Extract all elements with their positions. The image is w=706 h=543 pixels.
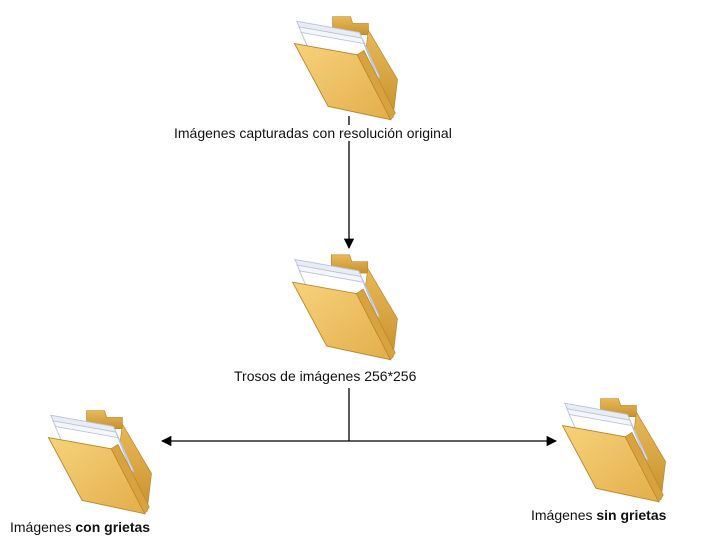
node-label-original-text: Imágenes capturadas con resolución origi… — [174, 125, 452, 141]
folder-icon — [292, 254, 398, 361]
folder-icon — [48, 410, 152, 515]
folder-icon — [294, 16, 398, 121]
node-label-with-cracks: Imágenes con grietas — [10, 519, 150, 535]
folder-icon — [562, 398, 666, 503]
node-label-without-cracks-bold: sin grietas — [596, 507, 667, 523]
node-label-patches-text: Trosos de imágenes 256*256 — [234, 368, 417, 384]
node-label-patches: Trosos de imágenes 256*256 — [233, 368, 418, 384]
node-label-original: Imágenes capturadas con resolución origi… — [173, 125, 453, 141]
node-label-without-cracks: Imágenes sin grietas — [531, 507, 666, 523]
node-label-with-cracks-bold: con grietas — [75, 519, 151, 535]
node-label-with-cracks-prefix: Imágenes — [10, 519, 76, 535]
node-label-without-cracks-prefix: Imágenes — [531, 507, 597, 523]
